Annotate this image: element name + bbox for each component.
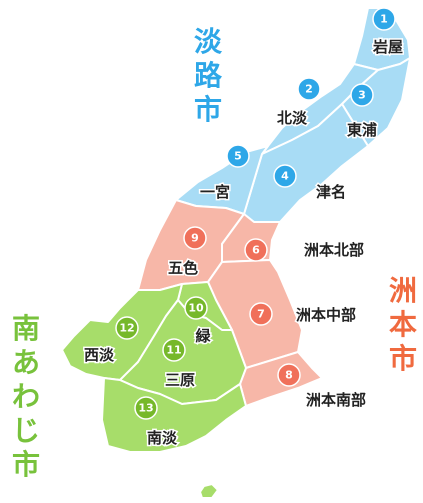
svg-text:7: 7 [257,308,265,321]
label-sumoto-hokubu: 洲本北部 [304,241,364,259]
label-sumoto-chubu: 洲本中部 [296,306,356,324]
svg-text:本: 本 [389,308,417,341]
svg-text:あ: あ [12,346,40,379]
svg-text:市: 市 [389,342,417,375]
badge-1[interactable]: 1 [372,7,396,31]
label-mihara: 三原 [165,371,195,389]
svg-text:2: 2 [305,83,313,96]
badge-7[interactable]: 7 [249,302,273,326]
region-labels: 岩屋 北淡 東浦 津名 一宮 洲本北部 洲本中部 洲本南部 五色 緑 三原 西淡… [82,37,404,449]
label-midori: 緑 [195,327,211,345]
svg-text:6: 6 [252,244,260,257]
svg-text:10: 10 [188,302,204,315]
badge-8[interactable]: 8 [277,363,301,387]
awaji-city-areas [175,7,411,223]
svg-text:13: 13 [138,402,153,415]
badge-10[interactable]: 10 [184,296,208,320]
region-badges: 1 2 3 4 5 6 7 8 9 10 11 12 13 [115,7,396,420]
badge-6[interactable]: 6 [244,238,268,262]
svg-text:南: 南 [12,312,40,345]
area-nandan[interactable] [101,377,247,453]
svg-text:9: 9 [191,232,199,245]
label-tsuna: 津名 [316,183,346,201]
label-nandan: 南淡 [147,429,178,447]
svg-text:じ: じ [12,414,40,447]
city-name-sumoto: 洲 本 市 [387,272,419,377]
label-iwaya: 岩屋 [372,38,403,56]
badge-5[interactable]: 5 [226,144,250,168]
label-goshiki: 五色 [168,259,198,277]
label-higashiura: 東浦 [347,121,377,139]
label-hokudan: 北淡 [277,109,308,127]
svg-text:わ: わ [12,380,40,413]
badge-3[interactable]: 3 [350,83,374,107]
svg-text:市: 市 [194,93,222,126]
label-ichinomiya: 一宮 [200,183,230,201]
area-small-island [199,483,219,499]
svg-text:1: 1 [380,13,388,26]
svg-text:11: 11 [166,344,181,357]
svg-text:4: 4 [281,170,289,183]
svg-text:路: 路 [194,59,223,92]
badge-12[interactable]: 12 [115,316,139,340]
svg-text:市: 市 [12,448,40,481]
minamiawaji-city-areas [61,281,247,499]
svg-text:12: 12 [119,322,134,335]
city-name-awaji: 淡 路 市 [192,23,225,128]
city-name-minamiawaji: 南 あ わ じ 市 [10,310,42,483]
svg-text:3: 3 [358,89,366,102]
svg-text:洲: 洲 [389,274,417,307]
badge-9[interactable]: 9 [183,226,207,250]
svg-text:淡: 淡 [194,25,223,58]
badge-4[interactable]: 4 [273,164,297,188]
badge-13[interactable]: 13 [134,396,158,420]
svg-text:5: 5 [234,150,242,163]
svg-text:8: 8 [285,369,293,382]
city-names: 淡 路 市 洲 本 市 南 あ わ じ 市 [10,23,419,483]
badge-2[interactable]: 2 [297,77,321,101]
badge-11[interactable]: 11 [162,338,186,362]
label-sumoto-nanbu: 洲本南部 [306,391,366,409]
label-seidan: 西淡 [84,346,115,364]
